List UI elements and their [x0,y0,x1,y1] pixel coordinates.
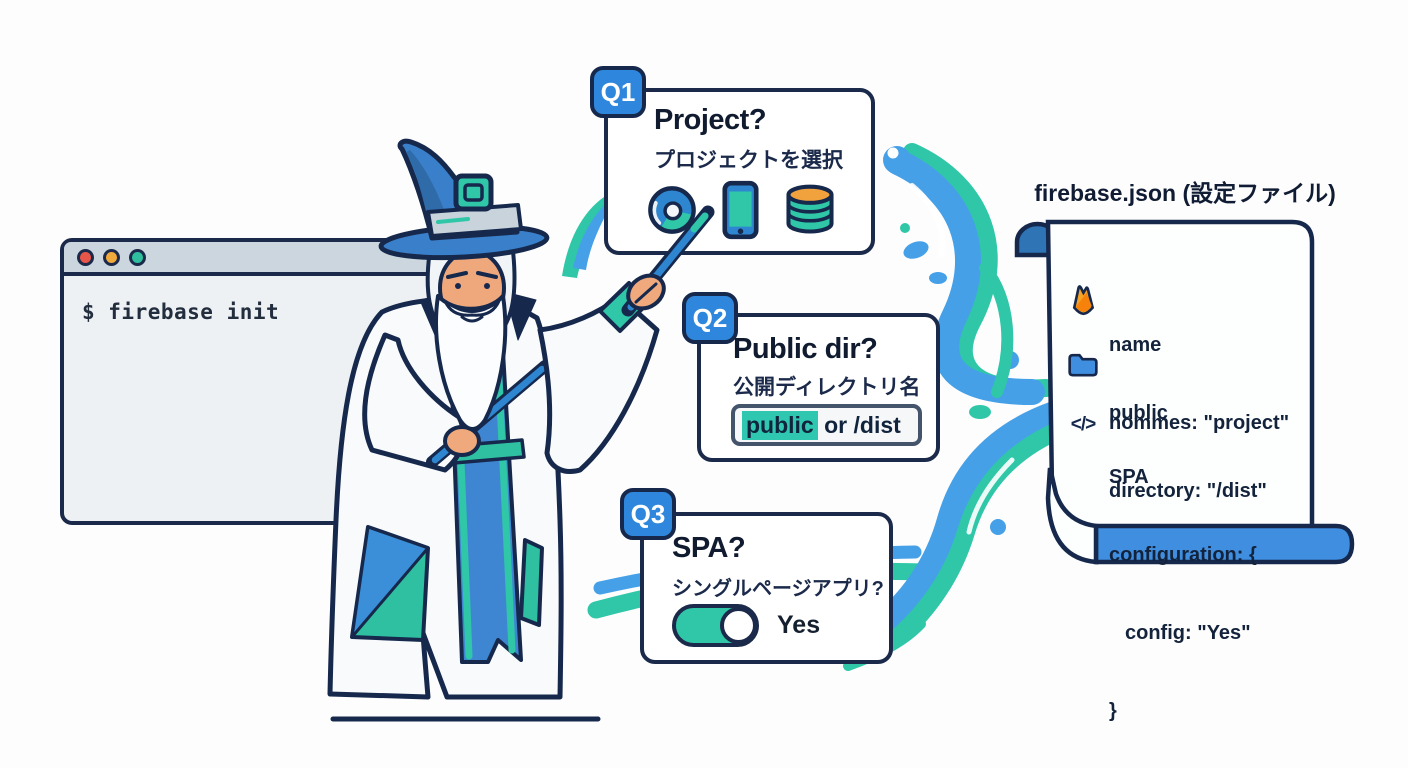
q1-title: Project? [654,104,767,136]
chrome-browser-icon [648,186,696,234]
database-icon [786,184,834,234]
entry-key: public [1109,402,1168,424]
question-card-public-dir: Q2 Public dir? 公開ディレクトリ名 public or /dist [682,292,940,462]
project-type-icons [646,180,837,240]
entry-value: configuration: { [1109,544,1257,566]
config-entry-name: name nommes: "project" [1066,280,1289,488]
entry-value: config: "Yes" [1125,622,1251,644]
input-hint-text: or /dist [817,411,901,438]
scroll-title: firebase.json (設定ファイル) [1034,180,1336,206]
minimize-button[interactable] [103,248,120,266]
q3-badge: Q3 [620,488,676,540]
q3-subtitle: シングルページアプリ? [672,578,884,600]
question-card-spa: Q3 SPA? シングルページアプリ? Yes [620,488,893,664]
terminal-titlebar [64,242,449,276]
entry-key: SPA [1109,466,1149,488]
smartphone-icon [722,180,759,240]
input-highlighted-value: public [742,410,818,440]
toggle-label: Yes [777,611,821,639]
q3-title: SPA? [672,532,746,564]
entry-value: nommes: "project" [1109,412,1290,434]
terminal-command: $ firebase init [82,300,280,324]
close-button[interactable] [77,248,94,266]
public-dir-input[interactable]: public or /dist [731,404,922,446]
entry-key: name [1109,334,1162,356]
question-card-project: Q1 Project? プロジェクトを選択 [590,66,875,255]
toggle-knob [720,607,757,644]
config-entry-spa: </> SPA configuration: { config: "Yes" } [1066,412,1257,768]
firebase-flame-icon [1072,285,1095,316]
q2-subtitle: 公開ディレクトリ名 [733,376,921,399]
entry-value: directory: "/dist" [1109,480,1267,502]
q1-badge: Q1 [590,66,646,118]
q2-badge: Q2 [682,292,738,344]
firebase-json-scroll: firebase.json (設定ファイル) name [1000,168,1368,722]
scroll-paper [1014,219,1355,565]
spa-toggle[interactable] [672,604,759,647]
terminal-window: $ firebase init [60,238,453,525]
folder-icon [1068,353,1098,377]
scroll-bottom-roll [1093,523,1355,565]
q2-title: Public dir? [733,333,878,365]
entry-value: } [1109,700,1117,722]
config-entry-public: public directory: "/dist" [1066,348,1267,556]
code-tag-icon: </> [1070,414,1097,435]
maximize-button[interactable] [129,248,146,266]
q1-subtitle: プロジェクトを選択 [654,149,843,172]
